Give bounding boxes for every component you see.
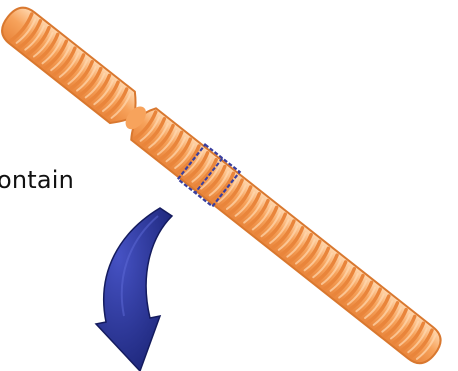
curved-arrow-down-icon [96,208,172,371]
caption-text: ontain [0,166,74,194]
chromosome-upper-arm [0,1,147,132]
